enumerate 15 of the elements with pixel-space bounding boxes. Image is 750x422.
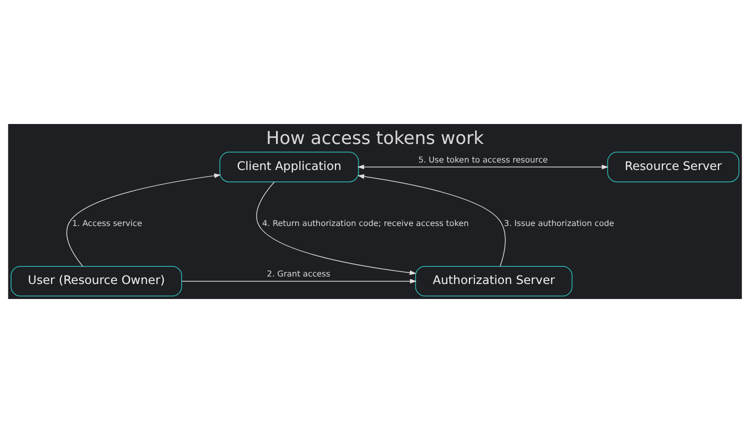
edge-label: 5. Use token to access resource [418, 154, 548, 164]
diagram-title: How access tokens work [266, 128, 484, 149]
node-box: Authorization Server [415, 266, 572, 296]
arrow [182, 278, 417, 284]
edge-label: 2. Grant access [266, 268, 330, 278]
arrow [358, 174, 506, 266]
edge-label: 4. Return authorization code; receive access token [262, 218, 469, 228]
node-box: Resource Server [607, 151, 740, 182]
arrow [256, 180, 416, 275]
node-box: Client Application [219, 151, 359, 182]
node-box: User (Resource Owner) [10, 266, 182, 296]
edge-label: 3. Issue authorization code [504, 218, 614, 228]
arrow [357, 164, 608, 169]
arrow [66, 172, 221, 266]
edge-label: 1. Access service [72, 218, 142, 228]
